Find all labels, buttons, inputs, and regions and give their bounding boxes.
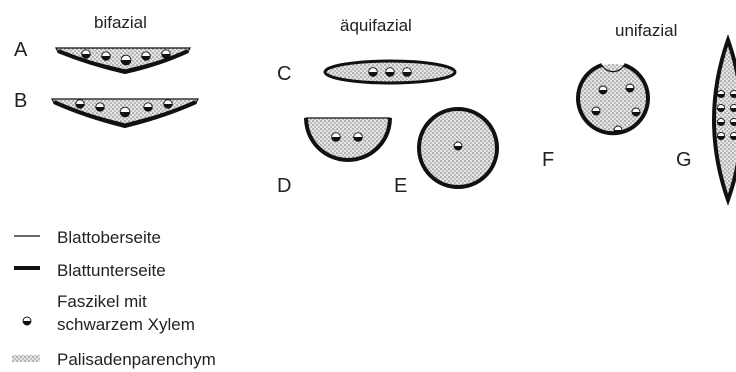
vascular-bundle-icon: [717, 132, 724, 139]
vascular-bundle-icon: [717, 90, 724, 97]
vascular-bundle-icon: [592, 107, 600, 115]
vascular-bundle-icon: [730, 132, 736, 139]
vascular-bundle-icon: [730, 118, 736, 125]
vascular-bundle-icon: [102, 52, 110, 60]
vascular-bundle-icon: [454, 142, 462, 150]
vascular-bundle-icon: [23, 317, 31, 325]
panel-label-c: C: [277, 64, 291, 84]
panel-label-e: E: [394, 176, 407, 196]
legend-upper-side: Blattoberseite: [57, 227, 161, 248]
vascular-bundle-icon: [96, 103, 104, 111]
vascular-bundle-icon: [121, 55, 131, 65]
section-d: [306, 118, 390, 160]
heading-bifacial: bifazial: [94, 14, 147, 31]
vascular-bundle-icon: [164, 100, 172, 108]
vascular-bundle-icon: [599, 86, 607, 94]
vascular-bundle-icon: [632, 108, 640, 116]
panel-label-f: F: [542, 150, 554, 170]
vascular-bundle-icon: [162, 50, 170, 58]
vascular-bundle-icon: [144, 103, 152, 111]
vascular-bundle-icon: [332, 133, 341, 142]
heading-unifacial: unifazial: [615, 22, 677, 39]
vascular-bundle-icon: [730, 90, 736, 97]
vascular-bundle-icon: [614, 126, 622, 134]
vascular-bundle-icon: [120, 107, 130, 117]
vascular-bundle-icon: [76, 100, 84, 108]
legend-lower-side: Blattunterseite: [57, 260, 166, 281]
legend-palisade: Palisadenparenchym: [57, 349, 216, 370]
vascular-bundle-icon: [730, 104, 736, 111]
legend-bundle-line1: Faszikel mit: [57, 291, 147, 312]
vascular-bundle-icon: [354, 133, 363, 142]
vascular-bundle-icon: [142, 52, 150, 60]
vascular-bundle-icon: [403, 68, 412, 77]
panel-label-b: B: [14, 91, 27, 111]
palisade-stipple-swatch: [12, 355, 40, 362]
heading-equifacial: äquifazial: [340, 17, 412, 34]
vascular-bundle-icon: [82, 50, 90, 58]
vascular-bundle-icon: [369, 68, 378, 77]
legend-swatches: [12, 236, 40, 362]
legend-bundle-line2: schwarzem Xylem: [57, 314, 195, 335]
panel-label-a: A: [14, 40, 27, 60]
vascular-bundle-icon: [626, 84, 634, 92]
vascular-bundle-icon: [717, 104, 724, 111]
vascular-bundle-icon: [386, 68, 395, 77]
panel-label-d: D: [277, 176, 291, 196]
panel-label-g: G: [676, 150, 692, 170]
vascular-bundle-icon: [717, 118, 724, 125]
